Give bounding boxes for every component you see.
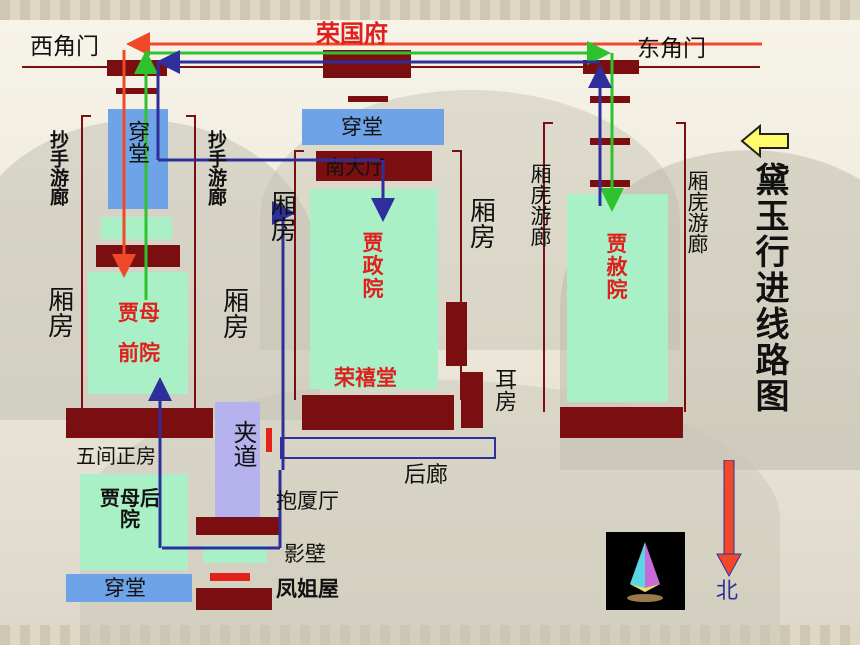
chuantang-bottom-hall	[66, 574, 192, 602]
jiamu-front-courtyard	[88, 272, 188, 394]
chuantang-top-hall	[302, 109, 444, 145]
wing-left-outer-label: 厢房	[43, 286, 74, 338]
wing-center-left-label: 厢房	[266, 190, 297, 242]
chuantang-top-label: 穿堂	[341, 115, 383, 139]
jia-dao-corridor	[215, 402, 260, 517]
bottom-decorative-border	[0, 625, 860, 645]
east-left-wall	[543, 122, 553, 412]
chuantang-bottom-label: 穿堂	[104, 576, 146, 600]
wu-jian-zheng-fang-hall	[66, 408, 213, 438]
chaoshou-right-label: 抄手游廊	[204, 130, 227, 206]
chuantang-left-label: 穿堂	[124, 120, 150, 164]
feng-jie-wu-label: 凤姐屋	[276, 576, 339, 601]
west-outer-wall	[81, 115, 91, 410]
nan-da-ting-hall	[316, 151, 432, 181]
side-title: 黛玉行进线路图	[749, 162, 789, 414]
jiashe-courtyard	[567, 194, 668, 402]
east-right-wall	[676, 122, 686, 412]
jiashe-courtyard-label: 贾赦院	[606, 232, 628, 303]
page-title: 荣国府	[316, 20, 388, 48]
xiangwu-left-label: 厢庑游廊	[528, 163, 553, 247]
north-label: 北	[716, 579, 739, 604]
ying-bi-label: 影壁	[284, 542, 326, 566]
main-gate	[323, 50, 411, 78]
east-step	[590, 180, 630, 187]
er-fang-label: 耳房	[491, 368, 517, 412]
xiangwu-right-label: 厢庑游廊	[685, 170, 710, 254]
chuantang-left-accent	[101, 217, 172, 239]
blue-route-loop	[272, 201, 296, 470]
center-step	[348, 96, 388, 102]
rong-xi-tang-hall	[302, 395, 454, 430]
jia-dao-label: 夹道	[229, 420, 257, 468]
hou-lang-label: 后廊	[404, 463, 449, 488]
crystal-logo	[606, 532, 685, 610]
left-arrow-icon	[740, 124, 789, 158]
jiamu-front-label: 贾母前院	[118, 301, 160, 365]
jiamu-back-courtyard	[80, 474, 188, 570]
east-step	[590, 138, 630, 145]
jiazheng-courtyard	[310, 189, 438, 389]
hou-lang-corridor	[280, 437, 496, 459]
chaoshou-left-label: 抄手游廊	[46, 130, 69, 206]
east-step	[590, 96, 630, 103]
wu-jian-zheng-fang-label: 五间正房	[76, 444, 156, 468]
ying-bi-step	[210, 573, 250, 581]
jiazheng-courtyard-label: 贾政院	[362, 231, 384, 302]
top-decorative-border	[0, 0, 860, 20]
wing-center-right-label: 厢房	[465, 197, 496, 249]
jia-dao-marker	[266, 428, 272, 452]
jiashe-main-hall	[560, 407, 683, 438]
center-right-wall	[452, 150, 462, 400]
east-gate-label: 东角门	[637, 36, 706, 62]
west-step	[116, 88, 158, 94]
crystal-icon	[627, 542, 663, 602]
west-inner-wall	[186, 115, 196, 410]
rong-xi-tang-label: 荣禧堂	[334, 366, 397, 390]
er-fang-block	[461, 372, 483, 428]
bao-xia-ting-hall	[196, 517, 280, 535]
feng-jie-wu-hall	[196, 588, 272, 610]
west-gate-label: 西角门	[30, 34, 99, 60]
center-left-wall	[294, 150, 304, 400]
jiamu-back-label: 贾母后院	[100, 486, 160, 531]
nan-da-ting-label: 南大厅	[325, 155, 385, 179]
bao-xia-ting-label: 抱厦厅	[276, 489, 339, 513]
north-arrow-icon	[716, 460, 742, 578]
wing-left-inner-label: 厢房	[218, 287, 249, 339]
